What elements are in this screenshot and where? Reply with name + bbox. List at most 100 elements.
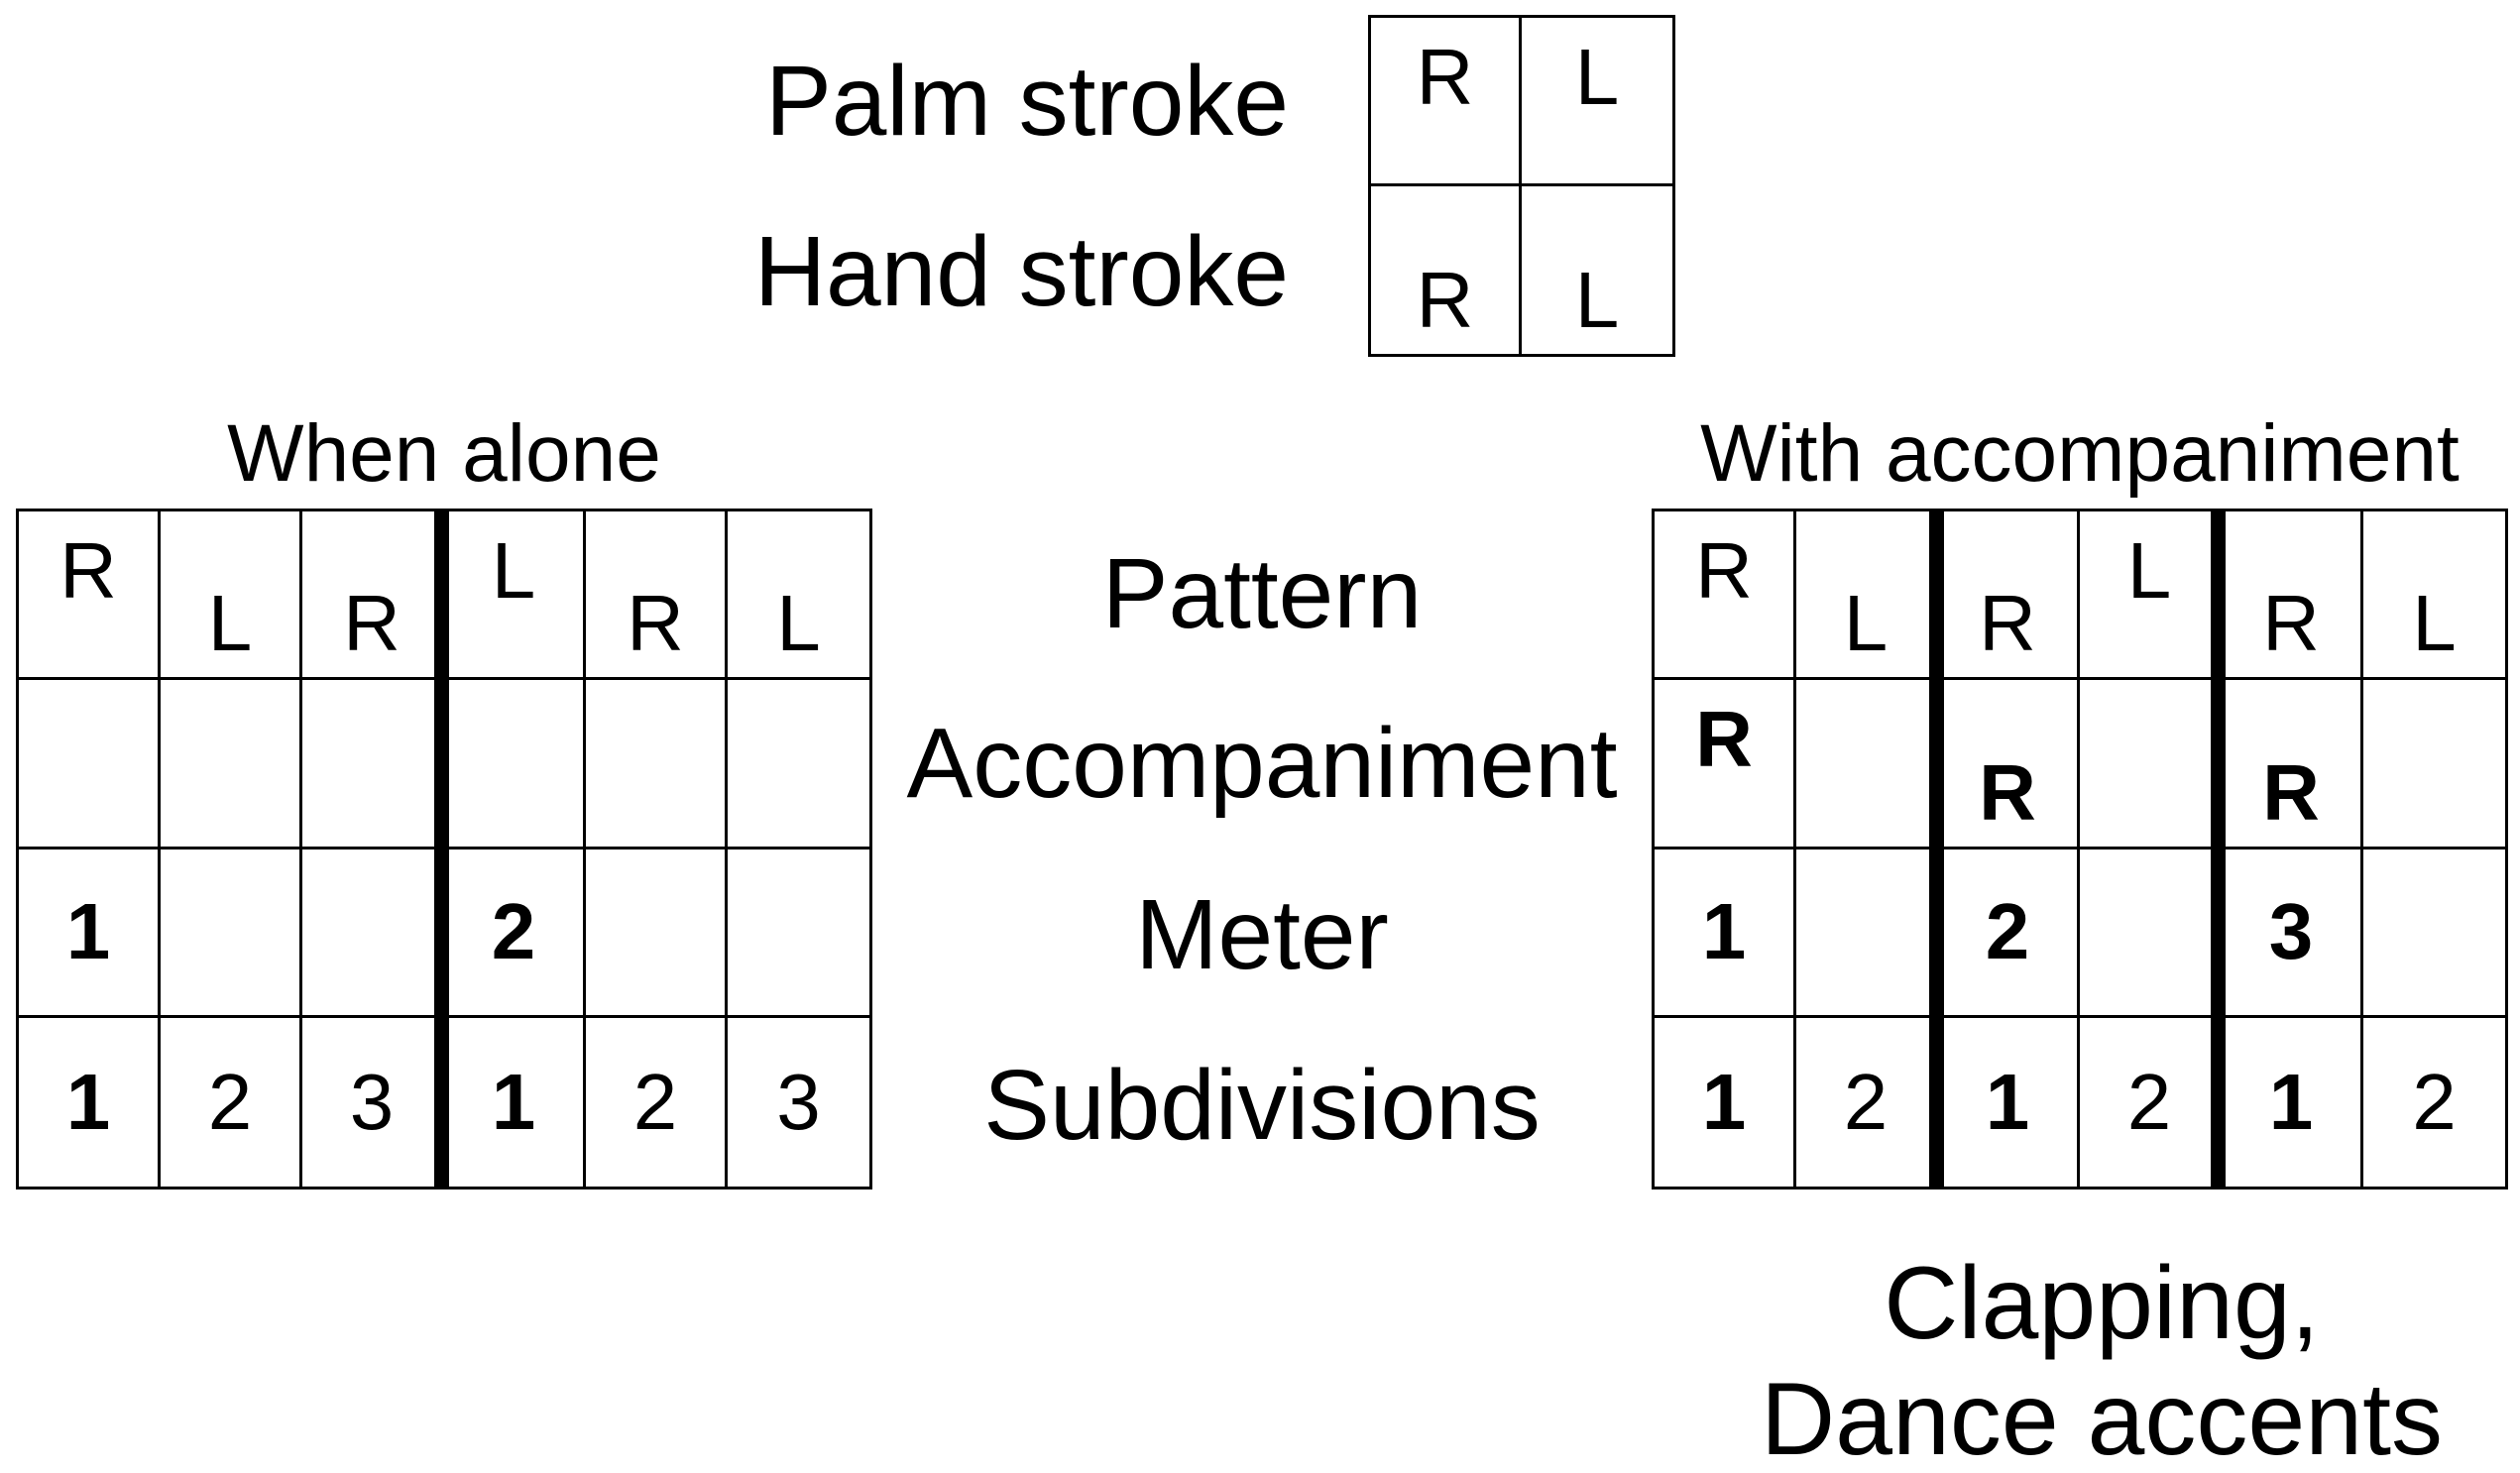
cell-glyph: 2	[2126, 1057, 2172, 1146]
cell-glyph: 2	[632, 1057, 678, 1146]
table-cell	[586, 849, 728, 1018]
footnote: Clapping, Dance accents	[1683, 1246, 2520, 1473]
table-cell: 1	[1655, 1017, 1796, 1187]
footnote-line2: Dance accents	[1761, 1362, 2443, 1473]
table-cell: 1	[19, 1017, 161, 1187]
left-table-title: When alone	[227, 408, 661, 499]
cell-glyph: 2	[1843, 1057, 1889, 1146]
table-cell: R	[2222, 680, 2363, 850]
row-label-subdivisions: Subdivisions	[983, 1050, 1541, 1161]
table-cell: R	[1938, 680, 2080, 850]
cell-glyph: 1	[2268, 1057, 2314, 1146]
cell-glyph: R	[1979, 579, 2036, 668]
cell-glyph: L	[776, 579, 821, 668]
cell-glyph: R	[1695, 526, 1753, 615]
table-cell: R	[1655, 680, 1796, 850]
cell-glyph: 2	[207, 1057, 253, 1146]
table-cell: R	[2222, 511, 2363, 681]
cell-glyph: 1	[1701, 887, 1747, 976]
table-cell	[2363, 680, 2505, 850]
cell-glyph: 1	[1985, 1057, 2030, 1146]
table-cell: R	[1371, 18, 1522, 186]
right-table-title: With accompaniment	[1700, 408, 2460, 499]
table-cell: 2	[2080, 1017, 2222, 1187]
palm-stroke-label: Palm stroke	[765, 45, 1289, 157]
table-cell: 1	[19, 849, 161, 1018]
cell-glyph: 2	[2412, 1057, 2457, 1146]
table-cell: 2	[1796, 1017, 1938, 1187]
table-cell: R	[19, 511, 161, 681]
table-cell: R	[586, 511, 728, 681]
table-cell: L	[1522, 186, 1672, 355]
table-cell	[1796, 849, 1938, 1018]
table-cell	[19, 680, 161, 850]
table-cell	[2080, 849, 2222, 1018]
cell-glyph: R	[1695, 695, 1753, 784]
table-cell: L	[2363, 511, 2505, 681]
table-cell	[302, 849, 444, 1018]
table-cell: L	[728, 511, 869, 681]
thick-divider-line	[434, 509, 449, 1190]
table-cell: 3	[2222, 849, 2363, 1018]
table-cell	[586, 680, 728, 850]
table-cell: L	[161, 511, 302, 681]
table-cell: 2	[161, 1017, 302, 1187]
table-cell	[161, 680, 302, 850]
table-cell: 2	[444, 849, 586, 1018]
cell-glyph: R	[1416, 33, 1474, 121]
table-cell: 1	[1938, 1017, 2080, 1187]
cell-glyph: R	[1979, 747, 2036, 837]
cell-glyph: 1	[491, 1057, 536, 1146]
cell-glyph: R	[1416, 256, 1474, 344]
table-cell	[161, 849, 302, 1018]
table-cell	[1796, 680, 1938, 850]
cell-glyph: L	[1843, 579, 1889, 668]
cell-glyph: L	[1574, 256, 1620, 344]
thick-divider-line	[2211, 509, 2226, 1190]
table-cell: 3	[728, 1018, 869, 1187]
table-cell	[302, 680, 444, 850]
row-label-meter: Meter	[1135, 878, 1389, 990]
table-cell: 2	[2363, 1018, 2505, 1187]
cell-glyph: L	[207, 579, 253, 668]
table-cell: R	[1655, 511, 1796, 681]
cell-glyph: R	[2262, 579, 2320, 668]
cell-glyph: R	[2262, 747, 2320, 837]
table-cell: L	[444, 511, 586, 681]
cell-glyph: 2	[491, 887, 536, 976]
cell-glyph: 1	[65, 1057, 111, 1146]
row-label-accompaniment: Accompaniment	[906, 708, 1618, 819]
cell-glyph: 1	[65, 887, 111, 976]
table-cell	[2363, 850, 2505, 1018]
table-cell: R	[1938, 511, 2080, 681]
cell-glyph: 1	[1701, 1057, 1747, 1146]
table-cell: L	[2080, 511, 2222, 681]
table-cell	[2080, 680, 2222, 850]
cell-glyph: L	[491, 526, 536, 615]
cell-glyph: 3	[776, 1057, 821, 1146]
table-cell: L	[1796, 511, 1938, 681]
table-cell: R	[302, 511, 444, 681]
cell-glyph: R	[343, 579, 401, 668]
cell-glyph: 2	[1985, 887, 2030, 976]
row-label-pattern: Pattern	[1101, 538, 1423, 649]
table-cell	[728, 680, 869, 850]
table-cell	[728, 850, 869, 1018]
cell-glyph: 3	[2268, 887, 2314, 976]
footnote-line1: Clapping,	[1884, 1246, 2320, 1361]
thick-divider-line	[1929, 509, 1944, 1190]
hand-stroke-label: Hand stroke	[753, 215, 1289, 327]
cell-glyph: R	[59, 526, 117, 615]
table-cell: 2	[586, 1017, 728, 1187]
cell-glyph: L	[2412, 579, 2457, 668]
table-cell	[444, 680, 586, 850]
cell-glyph: L	[2126, 526, 2172, 615]
table-cell: R	[1371, 185, 1522, 354]
table-cell: L	[1522, 18, 1672, 186]
table-cell: 1	[444, 1017, 586, 1187]
cell-glyph: 3	[349, 1057, 395, 1146]
